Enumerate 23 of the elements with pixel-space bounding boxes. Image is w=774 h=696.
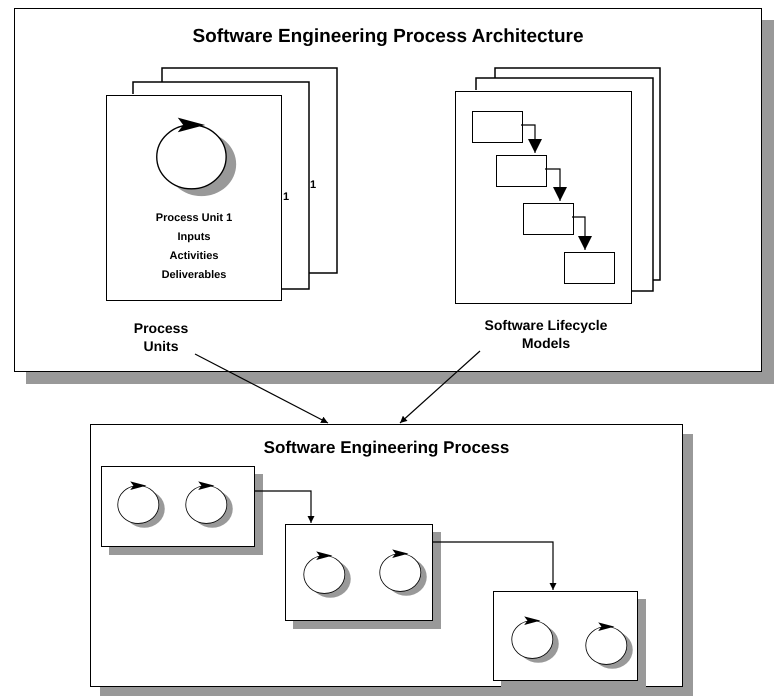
process-box xyxy=(496,155,547,187)
arrow xyxy=(572,216,592,250)
panel-title: Software Engineering Process xyxy=(264,437,510,458)
arrow xyxy=(432,541,556,590)
page-number: 1 xyxy=(283,191,290,204)
arrow xyxy=(545,168,567,201)
page-text: Inputs xyxy=(178,230,210,245)
process-box xyxy=(472,111,523,143)
page-text: Deliverables xyxy=(162,268,226,283)
node-label: Process Units xyxy=(132,319,190,355)
arrow xyxy=(194,353,328,424)
arrow xyxy=(400,350,480,424)
process-box xyxy=(523,203,574,235)
page-text: Activities xyxy=(170,249,218,264)
page-text: Process Unit 1 xyxy=(156,211,232,226)
arrow xyxy=(254,490,314,523)
process-box xyxy=(564,252,615,284)
page-number: 1 xyxy=(310,179,316,192)
arrow xyxy=(521,124,542,153)
node-label: Software Lifecycle Models xyxy=(484,316,608,352)
document-page xyxy=(106,95,282,301)
document-page xyxy=(455,91,632,304)
panel-title: Software Engineering Process Architecture xyxy=(192,25,584,48)
